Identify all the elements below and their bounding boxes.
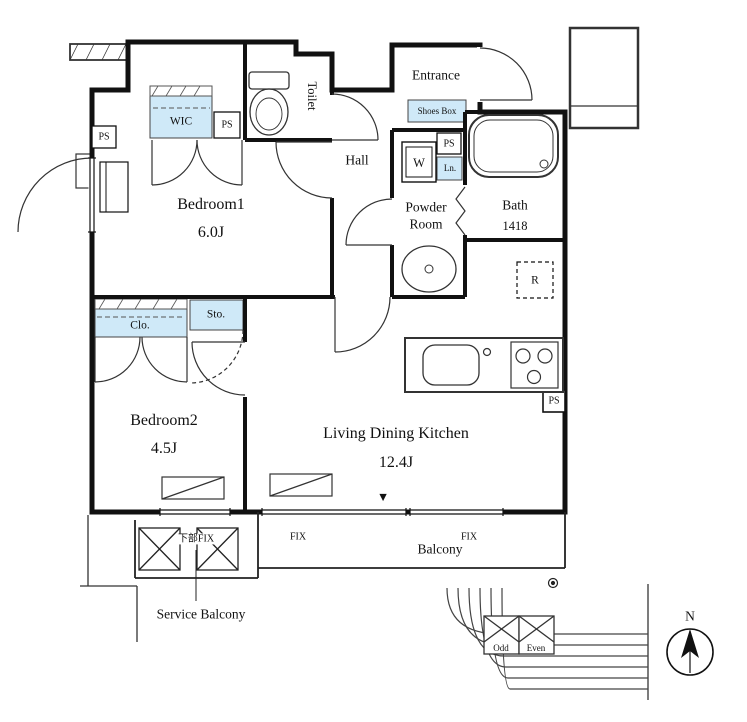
- ps-label-2: PS: [221, 119, 233, 131]
- storage-door-dashed: [189, 329, 244, 384]
- bedroom2-lower-fix-window: [159, 508, 231, 516]
- powder-sink-icon: [401, 245, 457, 293]
- room-label-ldk: Living Dining Kitchen: [323, 425, 469, 443]
- ps-label-4: PS: [548, 395, 560, 407]
- linen-area: [436, 156, 463, 181]
- room-label-wic: WIC: [169, 115, 193, 128]
- north-label: N: [685, 608, 695, 624]
- windows: [88, 47, 504, 516]
- closet-area: [94, 308, 188, 338]
- closet-label: Clo.: [130, 319, 150, 332]
- room-label-bedroom2: Bedroom2: [130, 412, 198, 430]
- balcony-rails: [134, 512, 566, 601]
- north-compass-icon: [666, 628, 714, 676]
- wic-double-doors: [151, 139, 243, 186]
- storage-area: [189, 299, 244, 331]
- balcony-label: Balcony: [417, 541, 463, 557]
- room-label-powder-2: Room: [409, 216, 443, 232]
- hose-bib-icon: [547, 577, 559, 589]
- ldk-east-window: [409, 508, 504, 516]
- ldk-west-window: [261, 508, 407, 516]
- service-balcony-label: Service Balcony: [156, 606, 246, 622]
- window-shade-marks: [161, 473, 333, 500]
- bath-folding-door: [455, 186, 466, 236]
- odd-label: Odd: [491, 642, 511, 654]
- shoes-box-label: Shoes Box: [417, 105, 457, 116]
- lower-fix-label: 下部FIX: [175, 533, 217, 545]
- entry-triangle-icon: ▼: [376, 490, 390, 504]
- bath-size-label: 1418: [502, 219, 528, 233]
- room-label-hall: Hall: [345, 152, 369, 168]
- kitchen-sink-icon: [422, 344, 480, 386]
- room-label-entrance: Entrance: [412, 67, 460, 83]
- refrigerator-space: [516, 261, 554, 299]
- ps-box-1: [91, 125, 117, 149]
- powder-room-door: [345, 198, 393, 246]
- ldk-door: [334, 296, 391, 353]
- room-label-bath: Bath: [502, 197, 528, 213]
- storage-label: Sto.: [206, 308, 226, 321]
- bedroom1-pillar: [99, 161, 129, 213]
- bedroom2-size-label: 4.5J: [150, 440, 178, 458]
- even-label: Even: [524, 642, 548, 654]
- fix-label-1: FIX: [287, 531, 309, 543]
- ps-label-3: PS: [443, 138, 455, 150]
- toilet-bowl-icon: [248, 71, 290, 136]
- ps-box-3: [436, 132, 462, 155]
- fix-label-2: FIX: [458, 531, 480, 543]
- room-label-powder-1: Powder: [405, 199, 447, 215]
- closet-double-doors: [94, 336, 188, 383]
- ps-box-2: [213, 111, 241, 139]
- linen-label: Ln.: [443, 162, 457, 173]
- stove-icon: [510, 341, 559, 389]
- ldk-size-label: 12.4J: [378, 454, 414, 472]
- entrance-door: [479, 47, 533, 101]
- ps-label-1: PS: [98, 131, 110, 143]
- neighbor-door: [17, 153, 93, 233]
- bedroom1-door: [275, 141, 333, 199]
- bedroom1-size-label: 6.0J: [197, 224, 225, 242]
- building-context: [69, 26, 640, 642]
- toilet-door: [331, 93, 379, 141]
- shelf-hatch: [94, 85, 213, 318]
- interior-walls: [92, 42, 565, 512]
- washer-box: [401, 141, 437, 183]
- refrigerator-label: R: [529, 274, 541, 288]
- bathtub-icon: [468, 114, 559, 178]
- bedroom2-door: [191, 341, 246, 396]
- washer-label: W: [413, 156, 425, 170]
- room-label-toilet: Toilet: [305, 81, 319, 111]
- room-label-bedroom1: Bedroom1: [177, 196, 245, 214]
- fixtures: [161, 71, 564, 500]
- kitchen-counter: [404, 337, 564, 393]
- door-arcs: [94, 47, 533, 396]
- faucet-icon: [482, 347, 492, 357]
